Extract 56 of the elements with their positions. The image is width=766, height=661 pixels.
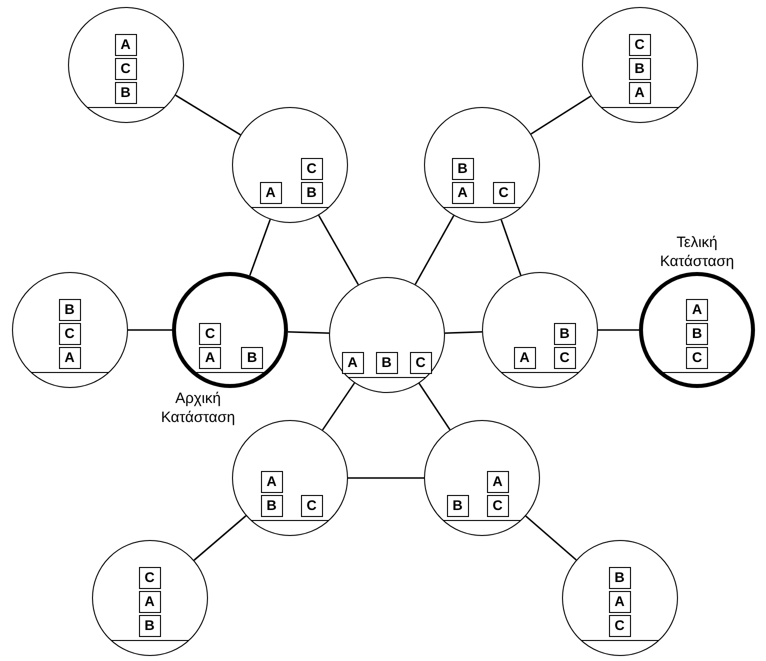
block-tile: B <box>376 352 398 374</box>
state-caption: Τελική Κατάσταση <box>658 233 736 271</box>
block-tile: C <box>114 58 136 80</box>
block-tile: C <box>686 347 708 369</box>
block-tile: B <box>628 58 650 80</box>
block-tile: A <box>260 470 282 492</box>
block-tile: C <box>300 158 322 180</box>
block-tile: A <box>628 82 650 104</box>
block-tile: B <box>446 494 468 516</box>
connector-line <box>288 331 330 334</box>
connector-line <box>500 219 522 276</box>
block-tile: C <box>138 566 160 588</box>
block-tile: A <box>138 590 160 612</box>
connector-line <box>414 215 454 285</box>
block-tile: A <box>58 346 80 368</box>
connector-line <box>322 382 356 430</box>
block-tile: C <box>492 182 514 204</box>
block-tile: C <box>554 346 576 368</box>
connector-line <box>530 95 592 135</box>
block-tile: B <box>686 323 708 345</box>
block-tile: B <box>452 158 474 180</box>
block-tile: C <box>300 494 322 516</box>
block-tile: A <box>114 34 136 56</box>
block-tile: B <box>300 182 322 204</box>
state-caption: Αρχική Κατάσταση <box>160 389 236 427</box>
block-tile: A <box>452 182 474 204</box>
block-tile: A <box>199 347 221 369</box>
connector-line <box>598 329 639 331</box>
connector-line <box>194 515 246 561</box>
block-tile: C <box>628 34 650 56</box>
block-tile: A <box>486 470 508 492</box>
connector-line <box>418 382 451 430</box>
connector-line <box>249 219 271 276</box>
block-tile: C <box>486 494 508 516</box>
block-tile: B <box>114 82 136 104</box>
block-tile: B <box>138 614 160 636</box>
block-tile: C <box>58 322 80 344</box>
connector-line <box>348 477 424 479</box>
connector-line <box>175 94 241 136</box>
block-tile: B <box>241 347 263 369</box>
block-tile: A <box>514 346 536 368</box>
connector-line <box>444 331 482 334</box>
connector-line <box>525 516 577 560</box>
block-tile: B <box>58 298 80 320</box>
block-tile: B <box>608 566 630 588</box>
block-tile: A <box>686 299 708 321</box>
block-tile: B <box>554 322 576 344</box>
block-tile: A <box>342 352 364 374</box>
block-tile: A <box>260 182 282 204</box>
connector-line <box>128 329 172 331</box>
block-tile: C <box>199 323 221 345</box>
block-tile: C <box>608 614 630 636</box>
connector-line <box>318 215 359 285</box>
block-tile: A <box>608 590 630 612</box>
block-tile: C <box>410 352 432 374</box>
block-tile: B <box>260 494 282 516</box>
